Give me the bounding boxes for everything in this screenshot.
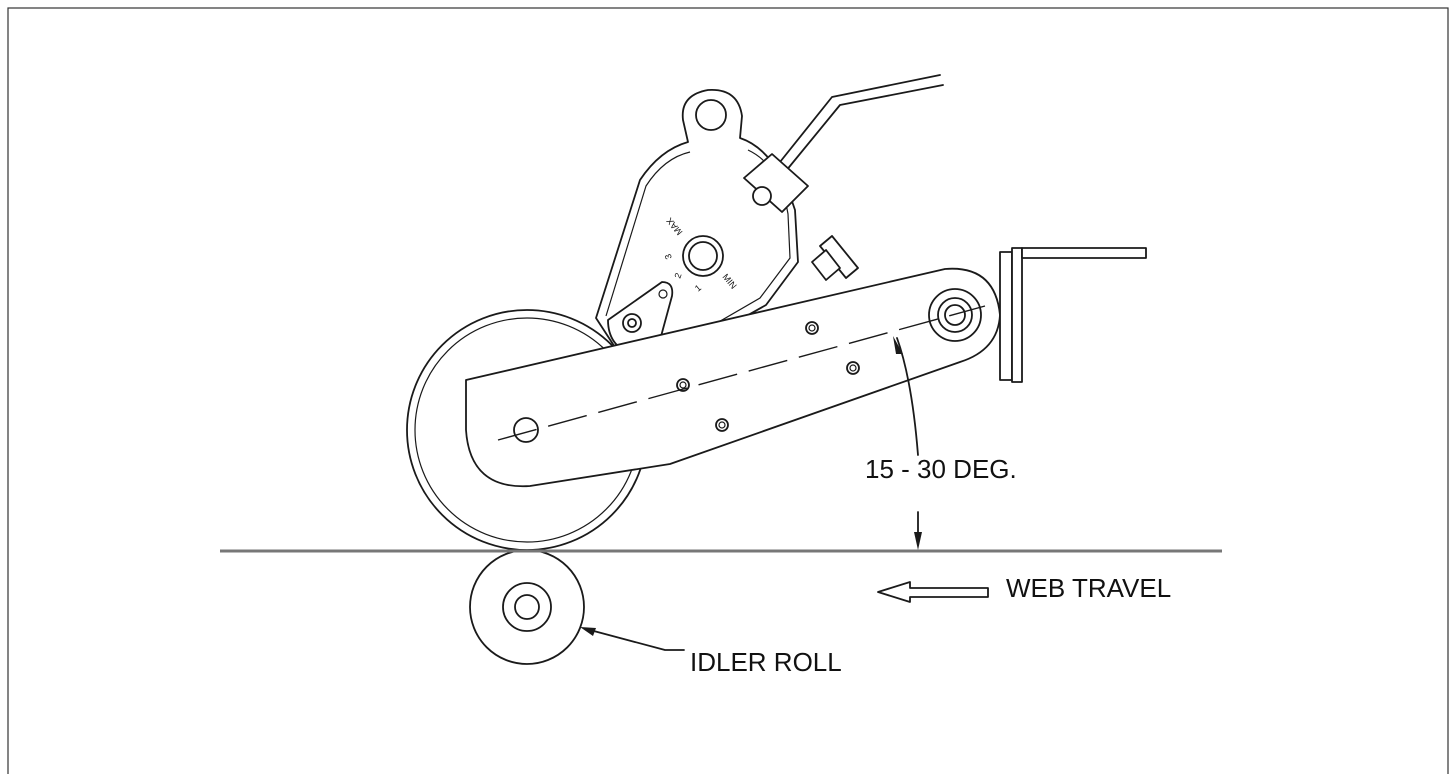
swing-arm (465, 267, 1001, 488)
idler-roll (469, 549, 585, 665)
mount-bracket (999, 247, 1147, 383)
dial-mark-2: 2 (672, 272, 683, 280)
border (7, 7, 1449, 774)
idler-roll-label: IDLER ROLL (690, 647, 842, 677)
sensor-block (743, 153, 809, 213)
web-travel-label: WEB TRAVEL (1006, 573, 1171, 603)
dial-mark-3: 3 (663, 253, 674, 261)
tension-dial (682, 235, 724, 277)
cable (771, 74, 944, 178)
angle-dimension (893, 336, 922, 550)
idler-leader (580, 627, 685, 651)
angle-label: 15 - 30 DEG. (865, 454, 1017, 484)
web-travel-arrow (877, 581, 989, 603)
dial-mark-1: 1 (693, 283, 703, 294)
arm-centerline (497, 305, 986, 441)
fitting (811, 235, 859, 281)
